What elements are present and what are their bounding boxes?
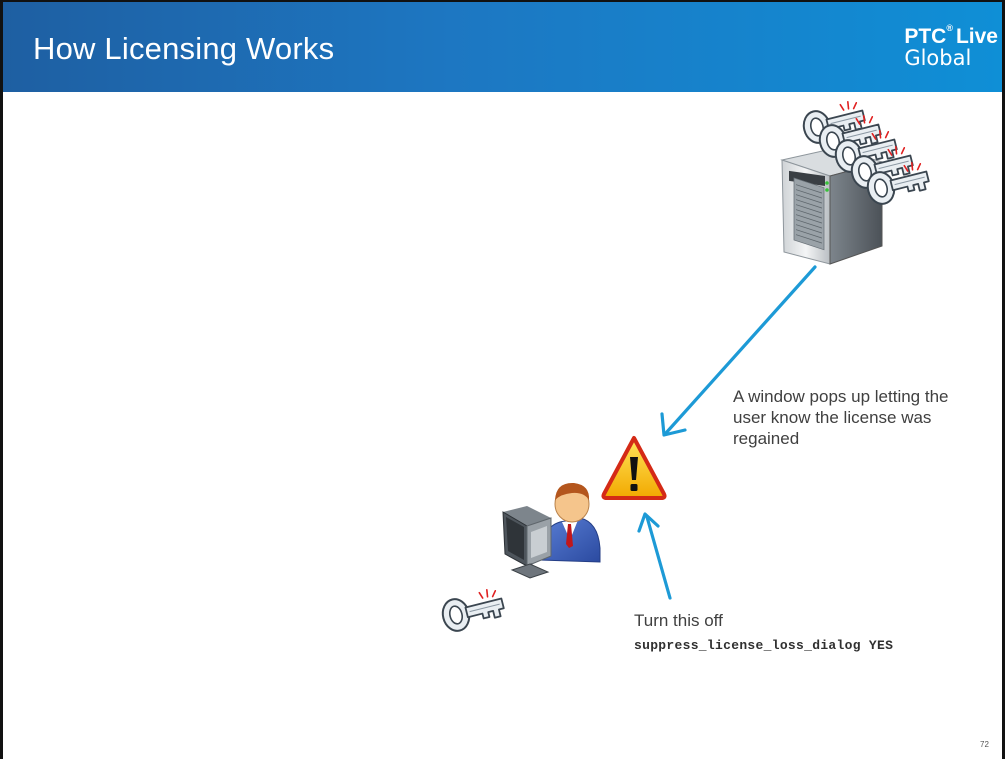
user-key-icon <box>438 585 508 635</box>
logo-brand: PTC <box>904 25 947 48</box>
arrow-server-to-warning-head <box>660 412 687 437</box>
popup-note: A window pops up letting the user know t… <box>733 387 949 448</box>
warning-icon <box>601 436 667 500</box>
logo-registered-mark: ® <box>946 23 953 33</box>
logo-global: Global <box>904 46 972 70</box>
arrow-note-to-warning-head <box>637 512 660 533</box>
arrow-note-to-warning <box>645 515 672 600</box>
slide-header: How Licensing Works PTC®Live Global <box>3 2 1002 92</box>
arrow-server-to-warning <box>664 265 817 435</box>
turn-off-note: Turn this off suppress_license_loss_dial… <box>634 610 893 656</box>
page-number: 72 <box>980 740 989 749</box>
logo-live: Live <box>955 25 998 48</box>
slide-title: How Licensing Works <box>33 31 335 66</box>
config-option-code: suppress_license_loss_dialog YES <box>634 638 894 653</box>
user-at-computer-icon <box>502 482 601 579</box>
ptc-live-global-logo: PTC®Live Global <box>904 23 998 70</box>
turn-off-label: Turn this off <box>634 611 723 630</box>
